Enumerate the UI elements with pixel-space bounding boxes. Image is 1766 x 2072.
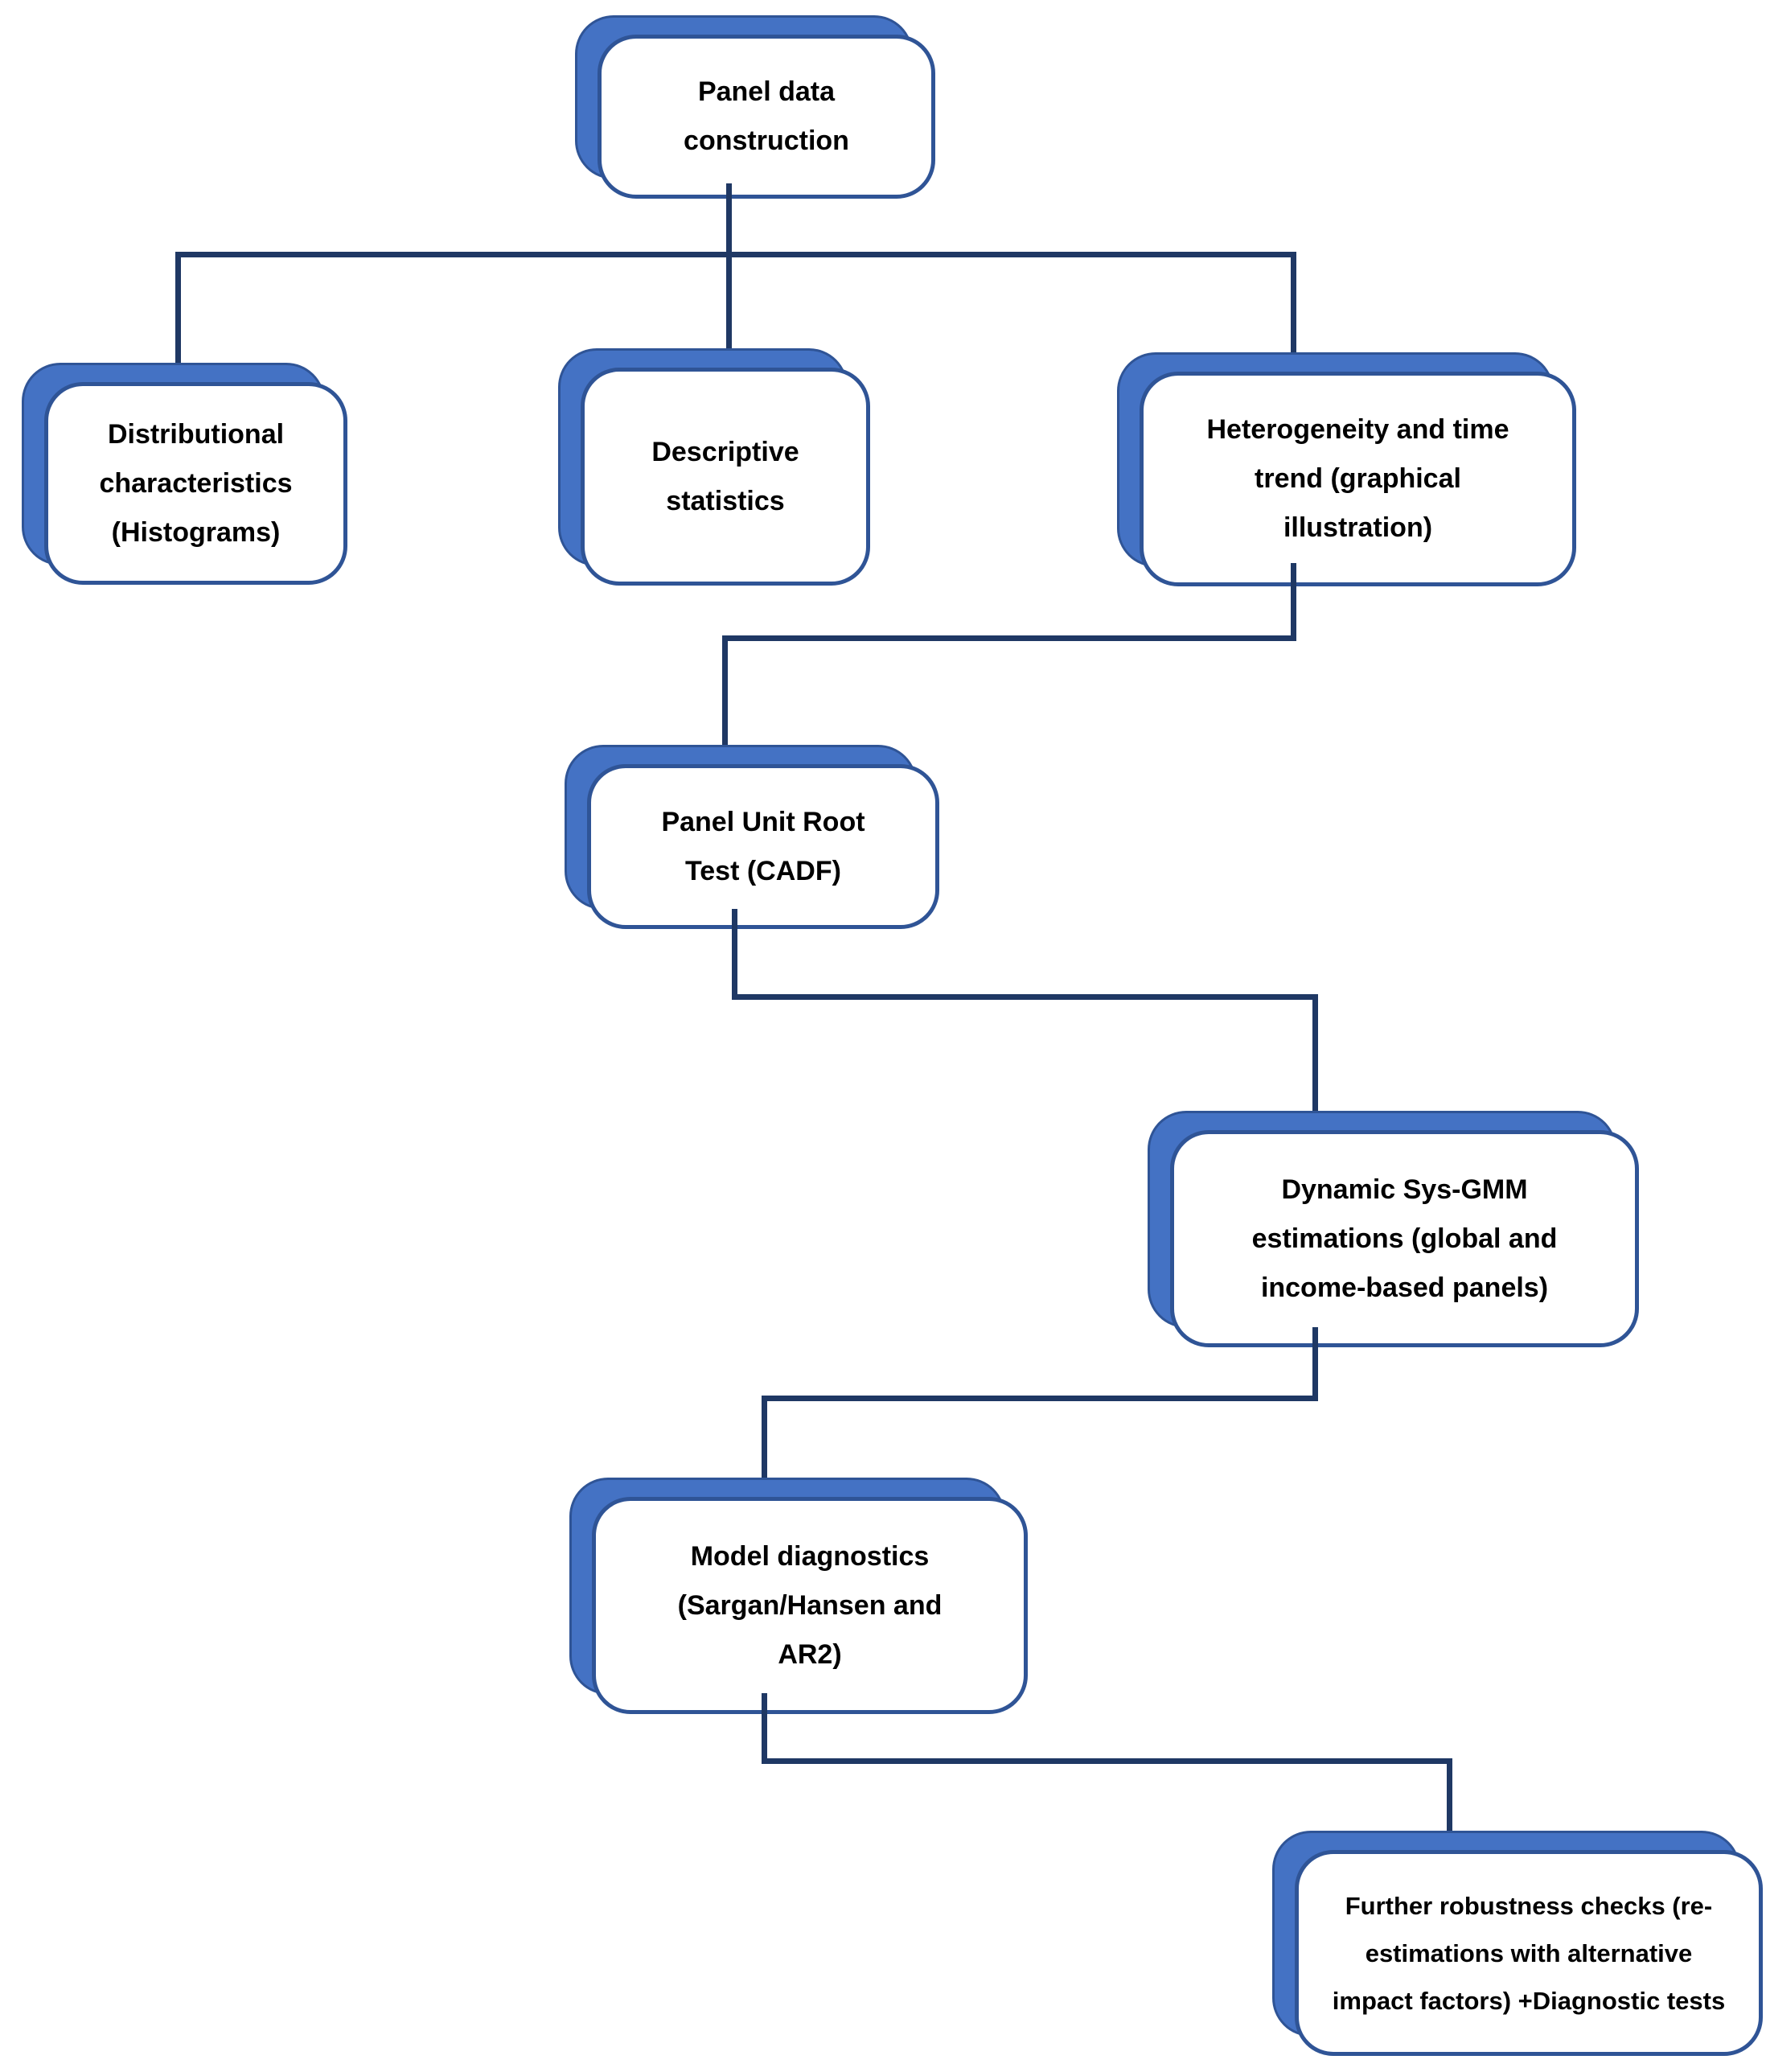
node-label: Descriptive statistics [651, 436, 799, 516]
node-dynamic-sys-gmm: Dynamic Sys-GMM estimations (global and … [1148, 1111, 1639, 1347]
node-box: Dynamic Sys-GMM estimations (global and … [1170, 1130, 1639, 1347]
node-panel-unit-root-test: Panel Unit Root Test (CADF) [565, 745, 939, 929]
node-label: Distributional characteristics (Histogra… [99, 418, 293, 548]
connector-segment [722, 635, 1296, 641]
node-further-robustness-checks: Further robustness checks (re- estimatio… [1272, 1831, 1763, 2056]
node-panel-data-construction: Panel data construction [575, 15, 935, 199]
connector-segment [732, 994, 1318, 1000]
node-label: Dynamic Sys-GMM estimations (global and … [1251, 1174, 1558, 1303]
node-distributional-characteristics: Distributional characteristics (Histogra… [22, 363, 347, 585]
connector-segment [726, 252, 732, 348]
connector-segment [1447, 1758, 1452, 1831]
connector-segment [762, 1396, 767, 1478]
connector-segment [1291, 252, 1296, 352]
connector-segment [726, 183, 732, 257]
node-heterogeneity-time-trend: Heterogeneity and time trend (graphical … [1117, 352, 1576, 586]
connector-segment [722, 635, 728, 745]
node-box: Further robustness checks (re- estimatio… [1295, 1850, 1763, 2056]
node-label: Further robustness checks (re- estimatio… [1332, 1891, 1726, 2015]
node-box: Descriptive statistics [581, 368, 870, 586]
connector-segment [762, 1396, 1318, 1401]
node-label: Panel data construction [684, 76, 849, 156]
node-label: Model diagnostics (Sargan/Hansen and AR2… [677, 1540, 943, 1670]
node-label: Panel Unit Root Test (CADF) [661, 806, 865, 886]
node-box: Panel data construction [598, 35, 935, 199]
node-descriptive-statistics: Descriptive statistics [558, 348, 870, 586]
connector-segment [762, 1758, 1452, 1764]
node-box: Panel Unit Root Test (CADF) [587, 764, 939, 929]
connector-segment [1291, 563, 1296, 641]
connector-segment [175, 252, 1296, 257]
connector-segment [175, 252, 181, 363]
connector-segment [1312, 1327, 1318, 1401]
node-box: Heterogeneity and time trend (graphical … [1140, 372, 1576, 586]
node-box: Model diagnostics (Sargan/Hansen and AR2… [592, 1497, 1028, 1714]
connector-segment [732, 909, 737, 1000]
node-label: Heterogeneity and time trend (graphical … [1206, 414, 1509, 543]
node-box: Distributional characteristics (Histogra… [44, 382, 347, 585]
connector-segment [762, 1693, 767, 1764]
node-model-diagnostics: Model diagnostics (Sargan/Hansen and AR2… [569, 1478, 1028, 1714]
connector-segment [1312, 994, 1318, 1111]
